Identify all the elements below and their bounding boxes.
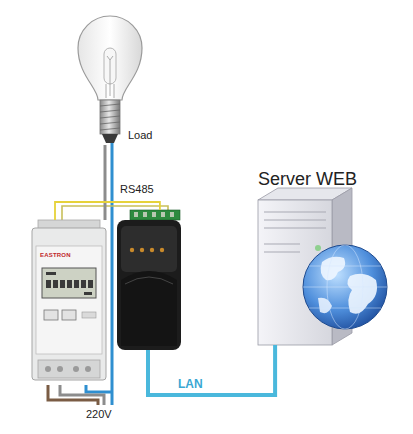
rs485-converter bbox=[134, 212, 138, 217]
energy-meter bbox=[42, 268, 96, 298]
rs485-converter bbox=[130, 248, 134, 252]
rs485-converter bbox=[121, 271, 177, 346]
load-label: Load bbox=[128, 129, 152, 141]
rs485-converter bbox=[160, 248, 164, 252]
energy-meter bbox=[57, 366, 63, 372]
energy-meter bbox=[38, 360, 100, 378]
wire-connector bbox=[104, 145, 107, 220]
rs485-converter bbox=[117, 210, 181, 350]
rs485-converter bbox=[117, 220, 181, 350]
rs485-converter bbox=[170, 212, 174, 217]
mains-wires bbox=[60, 385, 104, 405]
rs485-converter bbox=[130, 210, 180, 220]
server-tower bbox=[315, 245, 321, 251]
voltage-label: 220V bbox=[86, 408, 112, 420]
rs485-converter bbox=[161, 212, 165, 217]
energy-meter bbox=[60, 280, 65, 288]
energy-meter bbox=[45, 366, 51, 372]
bulb-illustration bbox=[78, 16, 142, 100]
converter-box: RS485 bbox=[115, 210, 183, 350]
server-title: Server WEB bbox=[258, 170, 357, 190]
rs485-converter bbox=[125, 277, 173, 284]
bulb-illustration bbox=[100, 104, 120, 130]
energy-meter bbox=[88, 280, 93, 288]
energy-meter bbox=[84, 292, 92, 295]
rs485-converter bbox=[140, 248, 144, 252]
energy-meter bbox=[73, 366, 79, 372]
energy-meter bbox=[74, 280, 79, 288]
globe-icon bbox=[303, 266, 387, 308]
energy-meter bbox=[53, 280, 58, 288]
energy-meter bbox=[44, 310, 58, 320]
server-box: Server WEB bbox=[250, 172, 400, 345]
bus-label: RS485 bbox=[120, 183, 154, 195]
energy-meter bbox=[32, 220, 106, 380]
energy-meter bbox=[46, 272, 93, 295]
energy-meter bbox=[46, 272, 56, 275]
energy-meter bbox=[46, 280, 51, 288]
server-tower bbox=[264, 212, 326, 228]
load-lamp: Load bbox=[70, 5, 180, 145]
brand-label: EASTRON bbox=[40, 252, 71, 259]
bulb-illustration bbox=[106, 56, 114, 98]
energy-meter bbox=[62, 310, 76, 320]
energy-meter bbox=[82, 312, 96, 318]
bulb-illustration bbox=[78, 16, 142, 143]
rs485-converter bbox=[143, 212, 147, 217]
energy-meter bbox=[67, 280, 72, 288]
rs485-converter bbox=[121, 226, 177, 272]
bulb-illustration bbox=[102, 134, 118, 143]
wire-connector bbox=[55, 202, 160, 220]
rs485-converter bbox=[152, 212, 156, 217]
server-tower bbox=[264, 212, 326, 252]
energy-meter bbox=[81, 280, 86, 288]
network-label: LAN bbox=[178, 378, 203, 391]
globe-icon bbox=[303, 245, 387, 329]
globe-icon bbox=[303, 245, 387, 329]
wire-connector bbox=[148, 345, 275, 395]
mains-wires bbox=[111, 143, 114, 405]
rs485-converter bbox=[134, 212, 174, 217]
energy-meter-box: EASTRON bbox=[30, 220, 108, 385]
energy-meter bbox=[36, 246, 102, 354]
mains-wires bbox=[86, 385, 112, 392]
server-tower bbox=[264, 244, 300, 252]
energy-meter bbox=[32, 228, 106, 380]
globe-icon bbox=[321, 257, 345, 281]
energy-meter bbox=[85, 366, 91, 372]
bulb-illustration bbox=[100, 100, 120, 134]
rs485-converter bbox=[150, 248, 154, 252]
